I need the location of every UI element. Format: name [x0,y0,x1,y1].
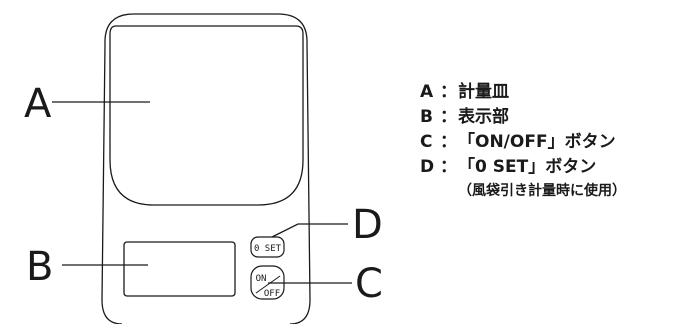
legend-key: D [420,157,435,177]
legend-key: A [420,82,434,102]
legend-separator: ： [440,157,457,177]
legend-text: 「ON/OFF」ボタン [458,132,616,152]
legend-key: C [420,132,433,152]
zero-set-button-label: 0 SET [254,244,282,254]
legend-note: （風袋引き計量時に使用） [458,183,626,199]
callout-label-a: A [24,81,52,127]
legend-separator: ： [440,132,457,152]
weighing-plate [109,25,304,206]
parts-legend: A：計量皿 B：表示部 C：「ON/OFF」ボタン D：「0 SET」ボタン （… [420,80,678,202]
legend-item-d: D：「0 SET」ボタン [420,155,678,180]
power-button-on-label: ON [256,274,267,284]
leader-line-d [271,223,348,238]
scale-body [104,13,311,324]
callout-label-d: D [352,202,383,248]
legend-item-c: C ：「ON/OFF」ボタン [420,130,678,155]
scale-body-left [101,43,123,324]
legend-item-b: B ：表示部 [420,105,678,130]
power-button-divider [255,275,281,294]
zero-set-button [250,236,285,258]
legend-item-a: A ：計量皿 [420,80,678,105]
power-button-off-label: OFF [264,289,280,299]
callout-label-c: C [355,261,383,307]
legend-text: 計量皿 [458,82,509,102]
callout-label-b: B [26,244,53,290]
legend-text: 表示部 [458,107,509,127]
legend-separator: ： [440,82,457,102]
legend-text: 「0 SET」ボタン [458,157,597,177]
display-panel [123,241,236,297]
legend-separator: ： [440,107,457,127]
legend-key: B [420,107,433,127]
